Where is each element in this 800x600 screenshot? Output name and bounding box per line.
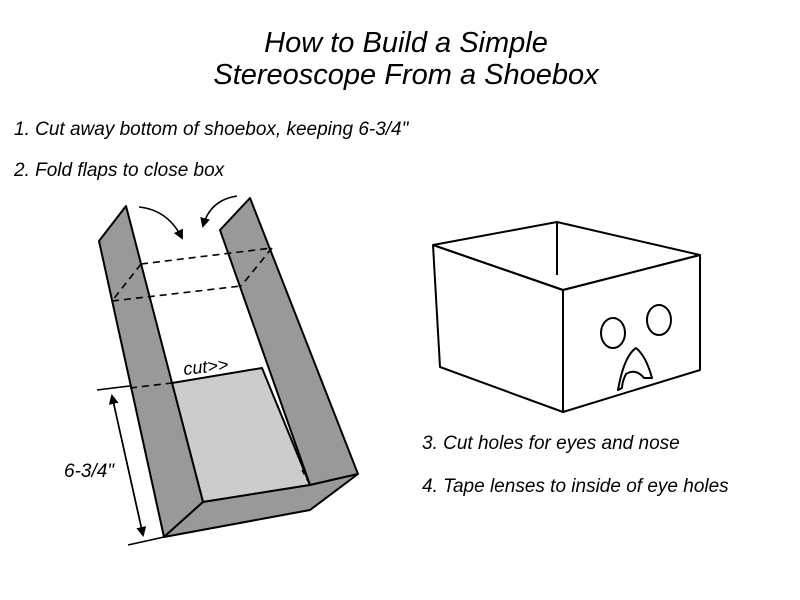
nose-hole bbox=[617, 347, 653, 391]
fold-arrow-left bbox=[138, 206, 183, 240]
left-eye-hole bbox=[600, 317, 626, 349]
fold-arrow-right bbox=[200, 195, 238, 228]
front-wall bbox=[163, 473, 359, 538]
title-line-2: Stereoscope From a Shoebox bbox=[213, 59, 600, 91]
dimension-line bbox=[96, 385, 165, 546]
right-eye-hole bbox=[646, 304, 672, 336]
fold-lines bbox=[111, 247, 311, 486]
step-3: 3. Cut holes for eyes and nose bbox=[422, 433, 680, 454]
title-line-1: How to Build a Simple bbox=[264, 27, 548, 59]
finished-stereoscope bbox=[432, 221, 701, 413]
cut-label: cut>> bbox=[182, 354, 229, 379]
step-2: 2. Fold flaps to close box bbox=[13, 160, 226, 181]
step-1: 1. Cut away bottom of shoebox, keeping 6… bbox=[14, 119, 410, 140]
box-front-face bbox=[562, 254, 701, 413]
dimension-label: 6-3/4" bbox=[64, 461, 115, 482]
box-top-rim bbox=[432, 221, 701, 256]
box-side-face bbox=[432, 244, 564, 413]
step-4: 4. Tape lenses to inside of eye holes bbox=[422, 476, 729, 497]
